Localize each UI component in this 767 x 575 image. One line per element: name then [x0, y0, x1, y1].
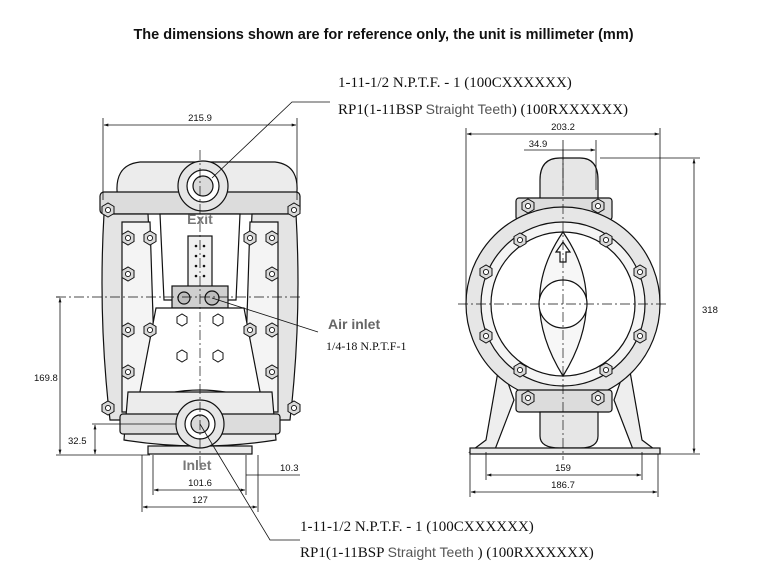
dim-front-height-center: 169.8 — [34, 373, 58, 384]
dim-front-foot-offset: 10.3 — [280, 463, 299, 474]
side-center-lines — [458, 150, 668, 460]
dim-side-base-width: 186.7 — [551, 480, 575, 491]
dim-front-foot-width: 101.6 — [188, 478, 212, 489]
inlet-label: Inlet — [183, 457, 212, 473]
dim-side-port-offset: 34.9 — [529, 139, 548, 150]
dim-side-height: 318 — [702, 305, 718, 316]
dim-front-height-base: 32.5 — [68, 436, 87, 447]
leader-lines — [199, 101, 330, 541]
dim-front-width-top: 215.9 — [188, 113, 212, 124]
bottom-port-npt-callout: 1-11-1/2 N.P.T.F. - 1 (100CXXXXXX) — [300, 519, 534, 535]
exit-label: Exit — [187, 211, 213, 227]
dim-side-foot-spacing: 159 — [555, 463, 571, 474]
front-center-lines — [56, 150, 300, 470]
dim-front-base-width: 127 — [192, 495, 208, 506]
air-inlet-label: Air inlet — [328, 316, 380, 332]
front-dimension-lines — [56, 118, 300, 512]
side-dimension-lines — [465, 128, 700, 497]
air-inlet-spec: 1/4-18 N.P.T.F-1 — [326, 339, 406, 353]
page-title: The dimensions shown are for reference o… — [133, 27, 634, 43]
side-view-pump — [465, 157, 661, 455]
dim-side-width-top: 203.2 — [551, 122, 575, 133]
bottom-port-bsp-callout: RP1(1-11BSP Straight Teeth ) (100RXXXXXX… — [300, 544, 594, 561]
top-port-bsp-callout: RP1(1-11BSP Straight Teeth) (100RXXXXXX) — [338, 101, 628, 118]
top-port-npt-callout: 1-11-1/2 N.P.T.F. - 1 (100CXXXXXX) — [338, 75, 572, 91]
